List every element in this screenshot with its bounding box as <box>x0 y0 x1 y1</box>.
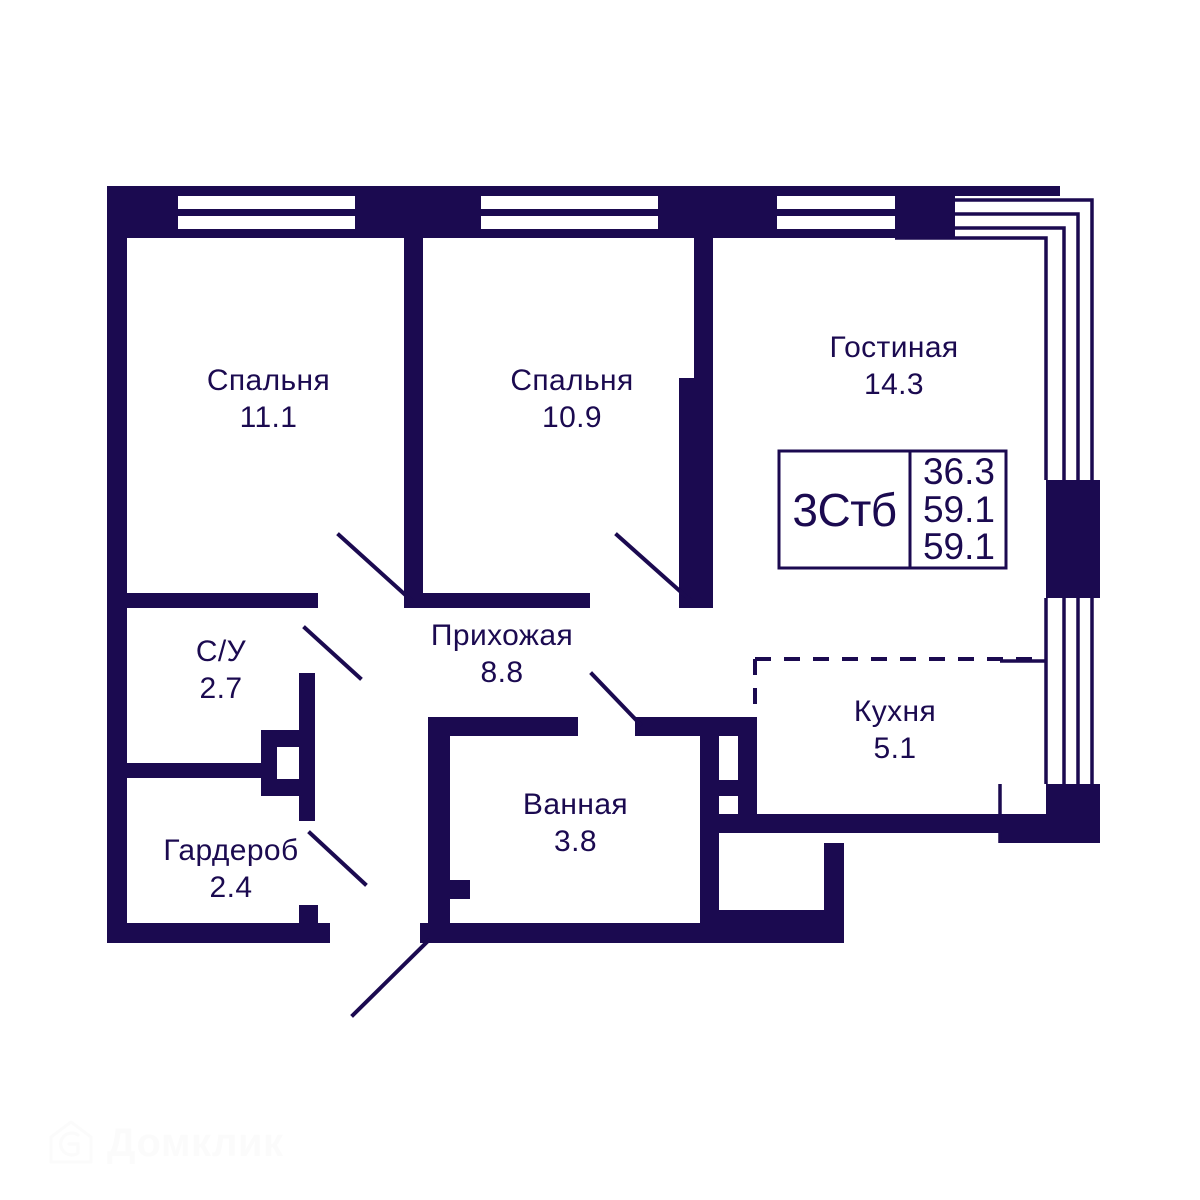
kitchen-dashed-partition <box>753 657 1046 710</box>
unit-type-code: 3Стб <box>792 483 897 536</box>
unit-area-figures: 36.3 59.1 59.1 <box>910 451 1006 568</box>
room-label-kitchen: Кухня 5.1 <box>800 694 990 767</box>
room-label-bathroom-wc: С/У 2.7 <box>136 634 306 707</box>
room-area-bathroom-wc: 2.7 <box>199 671 243 705</box>
room-area-kitchen: 5.1 <box>873 731 917 765</box>
total-area-with-balcony-value: 59.1 <box>922 526 995 568</box>
room-label-wardrobe: Гардероб 2.4 <box>125 833 337 906</box>
interior-walls <box>107 238 1046 930</box>
room-area-bedroom-1: 11.1 <box>239 400 298 434</box>
room-area-wardrobe: 2.4 <box>209 870 253 904</box>
unit-badge-frame <box>777 449 1008 570</box>
room-name-bathroom-wc: С/У <box>195 635 247 668</box>
balcony-glazing-lower <box>1000 598 1100 784</box>
house-logo-icon <box>49 1120 93 1164</box>
watermark: Домклик <box>46 1118 284 1168</box>
room-area-bathroom: 3.8 <box>554 824 597 858</box>
room-name-bedroom-2: Спальня <box>510 364 634 397</box>
room-name-kitchen: Кухня <box>853 695 937 728</box>
room-area-bedroom-2: 10.9 <box>542 400 602 434</box>
room-label-bedroom-2: Спальня 10.9 <box>461 363 683 436</box>
total-area-value: 59.1 <box>922 488 995 530</box>
door-swing-lines <box>302 532 693 1018</box>
room-name-living-room: Гостиная <box>829 331 959 364</box>
balcony-pier-lower <box>998 784 1100 843</box>
window-bedroom-1 <box>178 196 355 229</box>
watermark-brand: Домклик <box>107 1120 284 1165</box>
room-name-bedroom-1: Спальня <box>206 364 331 397</box>
room-name-wardrobe: Гардероб <box>163 834 299 867</box>
room-label-bedroom-1: Спальня 11.1 <box>156 363 381 436</box>
room-label-living-room: Гостиная 14.3 <box>784 330 1004 403</box>
unit-badge: 3Стб 36.3 59.1 59.1 <box>779 451 1006 568</box>
window-bedroom-2 <box>481 196 658 229</box>
top-wall-piers <box>355 186 955 238</box>
balcony-pier-upper <box>1046 480 1100 598</box>
window-living-room <box>777 196 895 229</box>
living-area-value: 36.3 <box>922 450 995 492</box>
room-name-bathroom: Ванная <box>522 788 629 821</box>
room-name-hallway: Прихожая <box>430 619 574 652</box>
room-label-hallway: Прихожая 8.8 <box>396 618 608 691</box>
room-area-hallway: 8.8 <box>480 655 524 689</box>
room-label-bathroom: Ванная 3.8 <box>478 787 673 860</box>
room-area-living-room: 14.3 <box>864 367 924 401</box>
